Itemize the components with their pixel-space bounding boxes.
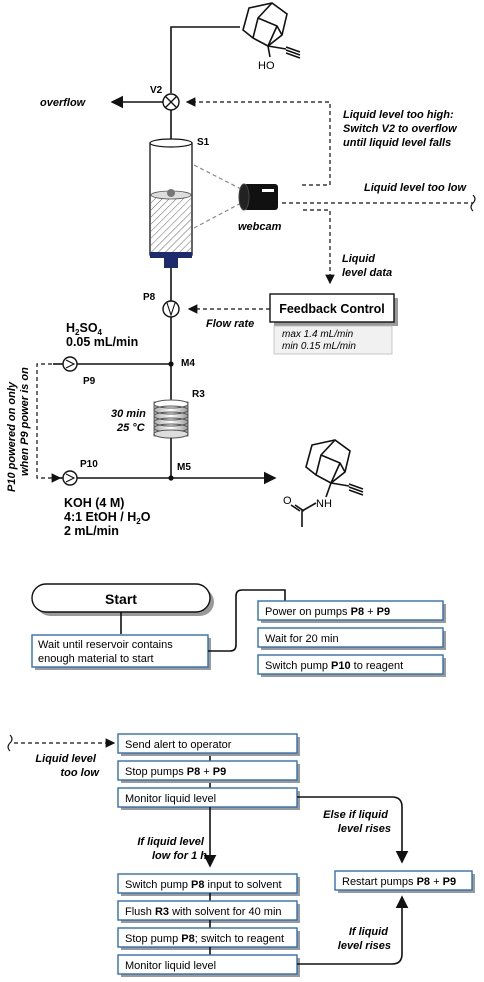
flush-text: Flush R3 with solvent for 40 min [125,906,282,918]
power-on-box [257,600,444,621]
if-rises-text: If liquid level rises [338,926,391,952]
m4-label: M4 [181,358,195,369]
r3-temp: 25 °C [116,422,146,434]
pump-p9 [62,356,78,372]
pump-p10 [62,470,78,486]
power-on-text: Power on pumps P8 + P9 [265,606,390,618]
base-flow: 2 mL/min [64,524,119,538]
acid-flow: 0.05 mL/min [66,335,138,349]
low-level-text: Liquid level too low [35,753,100,779]
flush-box [117,900,298,921]
base-solvent: 4:1 EtOH / H2O [64,510,151,526]
switch-p10-box [257,654,444,675]
acid-formula: H2SO4 [66,321,103,337]
stop-p8-box [117,927,298,948]
stop-p8-text: Stop pump P8; switch to reagent [125,933,284,945]
send-alert-box [117,733,298,754]
webcam-icon [193,164,278,229]
monitor-text-1: Monitor liquid level [125,793,216,805]
reactor-r3 [153,399,189,439]
send-alert-text: Send alert to operator [125,739,232,751]
feedback-control-box [269,293,395,323]
wait-reservoir-box [31,634,209,668]
restart-text: Restart pumps P8 + P9 [342,876,456,888]
else-rises-text: Else if liquid level rises [323,809,391,835]
if-low-text: If liquid level low for 1 h [137,836,207,862]
reactant-oh-label: HO [258,60,275,72]
liquid-high-text: Liquid level too high: Switch V2 to over… [343,109,460,149]
p8-label: P8 [143,292,156,303]
wait-reservoir-text: Wait until reservoir contains enough mat… [38,639,176,665]
s1-label: S1 [197,137,210,148]
reactant-molecule [242,2,301,59]
p9-label: P9 [83,376,96,387]
v2-label: V2 [150,85,163,96]
wait-20-box [257,627,444,648]
reservoir-s1 [149,138,193,268]
stop-pumps-text: Stop pumps P8 + P9 [125,766,226,778]
monitor-text-2: Monitor liquid level [125,960,216,972]
product-nh-label: NH [316,498,332,510]
p10-note: P10 powered on only when P9 power is on [6,367,31,492]
r3-time: 30 min [111,408,146,420]
webcam-label: webcam [238,221,282,233]
start-label: Start [105,591,137,607]
switch-p10-text: Switch pump P10 to reagent [265,660,403,672]
product-molecule [290,439,364,527]
product-o-label: O [283,495,292,507]
pump-p8 [162,300,180,318]
overflow-label: overflow [40,97,87,109]
feedback-title: Feedback Control [279,302,385,316]
base-name: KOH (4 M) [64,496,124,510]
m5-label: M5 [177,462,191,473]
restart-box [334,870,473,891]
feedback-max: max 1.4 mL/min [282,329,354,340]
flow-rate-label: Flow rate [206,318,254,330]
r3-label: R3 [192,389,205,400]
switch-solvent-text: Switch pump P8 input to solvent [125,879,282,891]
wait-20-text: Wait for 20 min [265,633,339,645]
switch-solvent-box [117,873,298,894]
stop-pumps-box [117,760,298,781]
liquid-low-text: Liquid level too low [364,182,468,194]
liquid-data-text: Liquid level data [342,253,392,279]
feedback-min: min 0.15 mL/min [282,341,356,352]
valve-v2 [162,93,180,111]
p10-label: P10 [80,459,98,470]
